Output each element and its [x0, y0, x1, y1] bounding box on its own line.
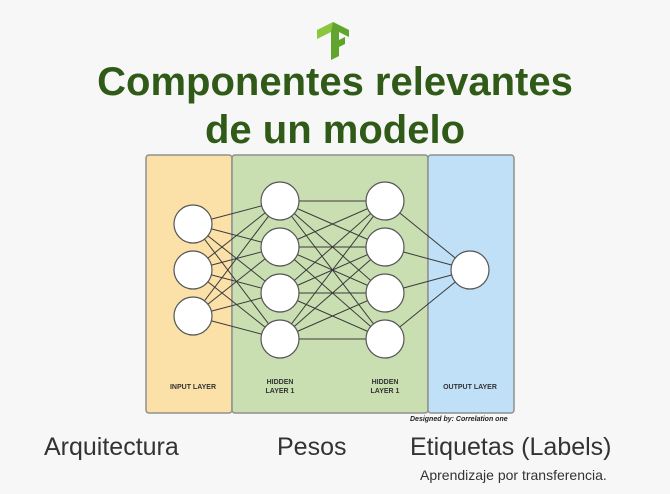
output-layer-label: OUTPUT LAYER [443, 384, 497, 391]
node-hidden2-0 [365, 181, 405, 221]
tensorflow-logo-icon [317, 22, 349, 60]
node-hidden1-3 [260, 319, 300, 359]
hidden-layer-2-label-line-1: HIDDEN [372, 379, 399, 386]
neuron-nodes [173, 181, 490, 359]
label-arquitectura: Arquitectura [44, 433, 179, 461]
edge-input-2-hidden1-0 [192, 200, 281, 317]
node-output-0 [450, 250, 490, 290]
slide-title-line-2: de un modelo [205, 108, 465, 152]
edge-hidden1-3-hidden2-0 [279, 200, 386, 340]
node-input-2 [173, 296, 213, 336]
hidden-layer-1-label-line-1: HIDDEN [267, 379, 294, 386]
node-hidden2-1 [365, 227, 405, 267]
label-transfer-learning-note: Aprendizaje por transferencia. [420, 467, 607, 483]
edge-hidden1-3-hidden2-1 [279, 246, 386, 340]
edge-hidden1-2-hidden2-0 [279, 200, 386, 294]
input-layer-label: INPUT LAYER [170, 384, 216, 391]
node-hidden2-2 [365, 273, 405, 313]
node-input-0 [173, 204, 213, 244]
node-hidden1-0 [260, 181, 300, 221]
node-hidden1-2 [260, 273, 300, 313]
diagram-credit: Designed by: Correlation one [410, 416, 508, 423]
hidden-layer-1-label-line-2: LAYER 1 [266, 388, 295, 395]
node-hidden1-1 [260, 227, 300, 267]
node-hidden2-3 [365, 319, 405, 359]
label-pesos: Pesos [277, 433, 347, 461]
label-etiquetas: Etiquetas (Labels) [410, 433, 612, 461]
slide-title-line-1: Componentes relevantes [97, 60, 573, 104]
hidden-layer-2-label-line-2: LAYER 1 [371, 388, 400, 395]
node-input-1 [173, 250, 213, 290]
